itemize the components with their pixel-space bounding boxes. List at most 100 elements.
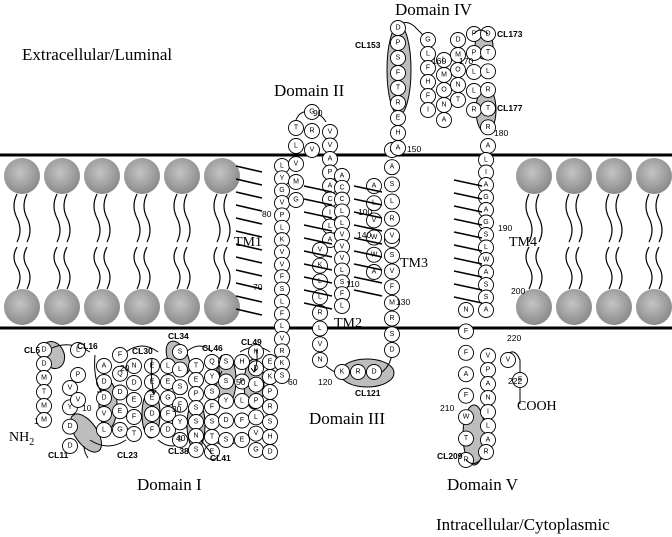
residue-letter: M — [41, 417, 47, 424]
residue-letter: N — [455, 82, 460, 89]
residue-letter: L — [102, 427, 106, 434]
residue — [350, 364, 366, 380]
helix-turn — [303, 289, 333, 297]
lipid-tail-bottom — [223, 246, 231, 290]
cl23-label: CL23 — [117, 450, 138, 460]
cl49-arrow — [253, 348, 258, 373]
residue-letter: W — [483, 257, 490, 264]
peptide-chain: DDMTMMVYDDLPVADDVLFQDEGNDEFTEEEDFLEGFDSL… — [36, 20, 528, 468]
residue — [436, 112, 452, 128]
residue-letter: P — [240, 378, 245, 385]
residue-letter: N — [131, 363, 136, 370]
lipid-tail-top — [645, 193, 653, 243]
residue-letter: F — [178, 401, 182, 408]
helix-turn — [303, 211, 333, 219]
lipid-tail-bottom — [645, 246, 653, 290]
extracellular-label: Extracellular/Luminal — [22, 45, 172, 64]
residue-letter: A — [102, 363, 107, 370]
residue-letter: R — [317, 309, 322, 316]
lipid-head-top-12 — [596, 158, 632, 194]
svg-text:150: 150 — [407, 144, 421, 154]
helix-turn — [453, 257, 483, 265]
residue-letter: C — [327, 196, 332, 203]
residue — [304, 142, 320, 158]
residue-letter: S — [178, 349, 183, 356]
svg-text:170: 170 — [459, 56, 473, 66]
residue-letter: V — [340, 243, 345, 250]
residue-letter: L — [328, 223, 332, 230]
helix-turn — [353, 237, 383, 245]
lipid-tail-bottom — [575, 246, 583, 290]
c-terminus-label: COOH — [517, 399, 557, 414]
svg-text:180: 180 — [494, 128, 508, 138]
residue-letter: Q — [209, 359, 215, 366]
residue-letter: R — [485, 124, 490, 131]
residue-letter: V — [340, 255, 345, 262]
residue-letter: N — [485, 395, 490, 402]
residue — [512, 372, 528, 388]
residue-letter: F — [518, 377, 522, 384]
helix-turn — [303, 198, 333, 206]
residue-letter: A — [486, 381, 491, 388]
residue-letter: R — [309, 128, 314, 135]
residue-letter: D — [371, 369, 376, 376]
residue — [126, 358, 142, 374]
lipid-head-top-10 — [516, 158, 552, 194]
svg-text:110: 110 — [346, 279, 360, 289]
residue-letter: L — [472, 69, 476, 76]
residue — [458, 302, 474, 318]
lipid-tail-bottom — [525, 246, 533, 290]
residue — [384, 326, 400, 343]
lipid-tail-top — [63, 193, 71, 243]
residue — [450, 92, 466, 108]
residue — [144, 422, 160, 438]
cl34-label: CL34 — [168, 331, 189, 341]
helix-turn — [235, 204, 263, 212]
helix-turn — [453, 218, 483, 226]
residue — [160, 390, 176, 406]
helix-turn — [303, 302, 333, 310]
cl209-label: CL209 — [437, 451, 463, 461]
residue-letter: D — [149, 411, 154, 418]
tm2-label: TM2 — [334, 316, 362, 331]
helix-turn — [453, 244, 483, 252]
residue — [70, 367, 86, 383]
residue-letter: E — [166, 379, 171, 386]
residue — [478, 302, 494, 318]
lipid-bilayer — [4, 158, 672, 325]
residue — [218, 373, 234, 390]
residue-letter: T — [210, 434, 215, 441]
residue — [160, 406, 176, 422]
residue-letter: G — [253, 447, 258, 454]
residue-letter: G — [483, 219, 488, 226]
lipid-head-top-2 — [84, 158, 120, 194]
residue — [248, 344, 264, 360]
residue-letter: D — [223, 417, 228, 424]
lipid-tail-bottom — [605, 246, 613, 290]
residue-letter: L — [166, 363, 170, 370]
residue-letter: S — [224, 359, 229, 366]
residue-letter: C — [339, 196, 344, 203]
residue — [458, 366, 474, 383]
residue-letter: R — [355, 369, 360, 376]
lipid-head-bottom-5 — [204, 289, 240, 325]
residue-letter: L — [486, 68, 490, 75]
residue-letter: L — [76, 347, 80, 354]
residue — [96, 406, 112, 422]
residue — [248, 393, 264, 409]
lipid-tail-bottom — [213, 246, 221, 290]
helix-turn — [235, 217, 263, 225]
helix-turn — [353, 224, 383, 232]
residue-letter: K — [268, 374, 273, 381]
residue — [384, 247, 400, 264]
cl16-label: CL16 — [77, 341, 98, 351]
residue-letter: V — [310, 147, 315, 154]
residue-letter: F — [280, 311, 284, 318]
residue — [384, 159, 400, 176]
residue-letter: F — [240, 417, 244, 424]
svg-text:1: 1 — [34, 416, 39, 426]
residue-letter: L — [390, 198, 394, 205]
cl49-arrowhead — [250, 367, 258, 373]
residue-letter: E — [396, 115, 401, 122]
residue-letter: P — [254, 398, 259, 405]
